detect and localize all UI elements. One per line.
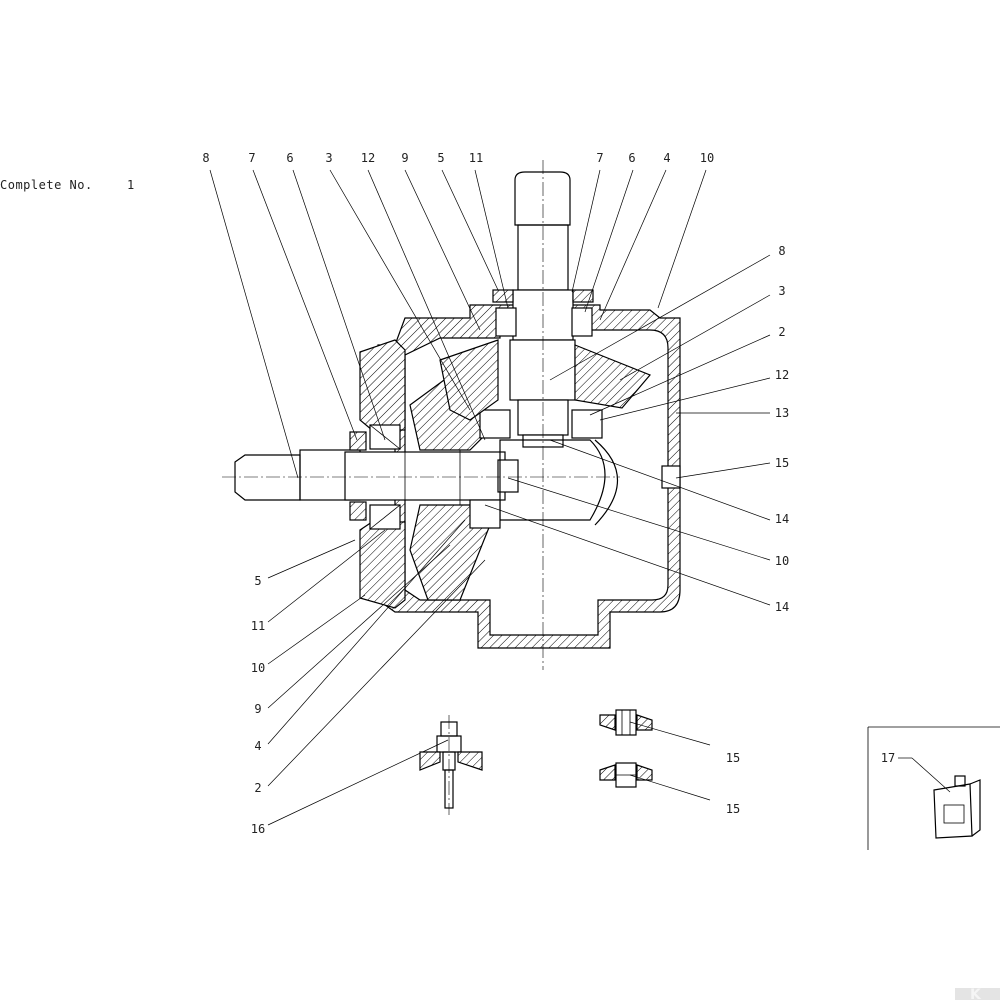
callout-label: 12 [361, 151, 375, 165]
callout-label: 4 [663, 151, 670, 165]
complete-number: 1 [127, 178, 135, 192]
leader-lines [209, 169, 771, 826]
callout-label: 6 [628, 151, 635, 165]
input-flange [359, 339, 406, 609]
logo-letter: K [970, 987, 982, 1000]
bevel-gear-top [439, 339, 651, 421]
callout-label: 13 [775, 406, 789, 420]
detail-plug-lower: 15 [599, 762, 740, 816]
callout-label: 9 [254, 702, 261, 716]
detail-breather [419, 715, 483, 815]
callout-label: 5 [254, 574, 261, 588]
callout-label: 8 [778, 244, 785, 258]
callout-label: 6 [286, 151, 293, 165]
callout-label: 4 [254, 739, 261, 753]
top-labels: 8 7 6 3 12 9 5 11 7 6 4 10 [202, 151, 714, 165]
brand-logo: K [955, 987, 1000, 1000]
detail-plug-upper: 15 [599, 709, 740, 765]
callout-label: 11 [469, 151, 483, 165]
callout-label: 11 [251, 619, 265, 633]
input-shaft [222, 447, 620, 505]
plug-right [661, 465, 681, 489]
bevel-gear-left [409, 371, 491, 601]
inner-cup [469, 439, 618, 529]
inset-part-number: 17 [881, 751, 895, 765]
callout-label: 8 [202, 151, 209, 165]
callout-label: 5 [437, 151, 444, 165]
callout-label: 2 [254, 781, 261, 795]
output-shaft [509, 160, 576, 670]
callout-label: 7 [248, 151, 255, 165]
callout-label: 3 [778, 284, 785, 298]
callout-label: 15 [726, 751, 740, 765]
callout-label: 15 [726, 802, 740, 816]
callout-label: 14 [775, 512, 789, 526]
callout-label: 3 [325, 151, 332, 165]
oil-canister-icon [933, 775, 981, 839]
right-labels: 8 3 2 12 13 15 14 10 14 [775, 244, 789, 614]
callout-label: 14 [775, 600, 789, 614]
input-bearing [349, 424, 401, 530]
callout-label: 7 [596, 151, 603, 165]
inset-oil: 17 [867, 726, 1000, 850]
output-bearing [479, 289, 603, 439]
callout-label: 12 [775, 368, 789, 382]
callout-label: 9 [401, 151, 408, 165]
callout-label: 2 [778, 325, 785, 339]
callout-label: 10 [700, 151, 714, 165]
callout-label: 10 [251, 661, 265, 675]
callout-label: 16 [251, 822, 265, 836]
callout-label: 15 [775, 456, 789, 470]
complete-label: Complete No. [0, 178, 93, 192]
callout-label: 10 [775, 554, 789, 568]
left-labels: 5 11 10 9 4 2 16 [251, 574, 265, 836]
